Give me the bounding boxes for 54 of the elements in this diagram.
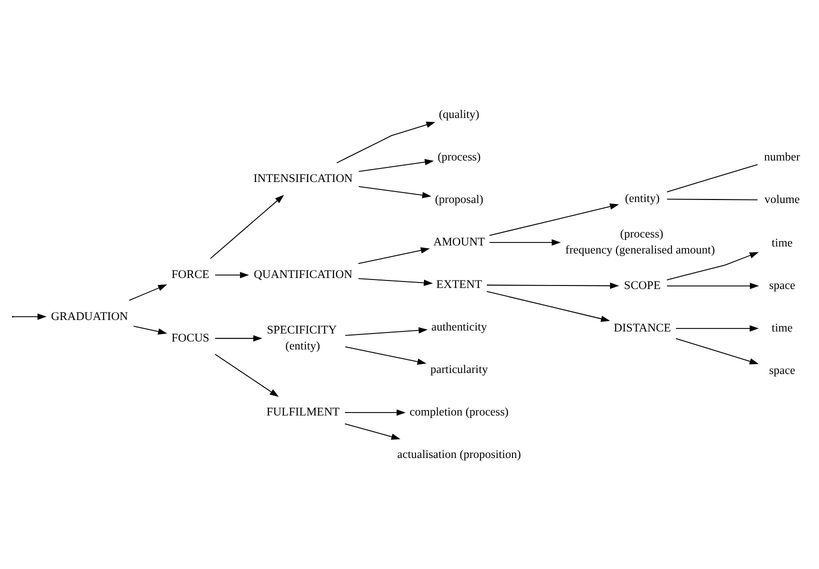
arrow bbox=[486, 282, 620, 288]
arrow bbox=[489, 202, 620, 236]
node-text: completion (process) bbox=[410, 405, 509, 418]
node-text: volume bbox=[764, 192, 800, 206]
node-text: INTENSIFICATION bbox=[253, 172, 353, 185]
node-text: particularity bbox=[430, 362, 488, 376]
arrow bbox=[358, 186, 432, 198]
connector bbox=[666, 198, 758, 200]
arrow bbox=[666, 282, 759, 289]
arrow bbox=[12, 313, 47, 320]
arrow bbox=[358, 278, 433, 286]
node-text: EXTENT bbox=[436, 278, 482, 291]
arrow bbox=[344, 346, 426, 364]
arrow bbox=[358, 246, 430, 264]
node-text: SPECIFICITY bbox=[266, 322, 337, 336]
node-text: QUANTIFICATION bbox=[254, 268, 352, 281]
node-text: space bbox=[769, 278, 796, 292]
arrow bbox=[676, 338, 759, 364]
node-label: (entity) bbox=[285, 339, 320, 352]
node-text: time bbox=[772, 321, 793, 334]
arrow bbox=[336, 121, 436, 163]
arrow bbox=[128, 284, 168, 300]
node-text: FOCUS bbox=[171, 330, 210, 344]
arrow bbox=[486, 290, 610, 322]
arrow bbox=[210, 194, 284, 259]
node-text: (proposal) bbox=[434, 192, 484, 206]
arrow bbox=[666, 252, 759, 280]
arrow bbox=[133, 325, 168, 334]
node-text: time bbox=[772, 236, 793, 249]
arrow bbox=[344, 408, 406, 416]
node-text: FULFILMENT bbox=[266, 405, 340, 418]
node-text: DISTANCE bbox=[614, 321, 671, 334]
node-text: authenticity bbox=[431, 320, 487, 334]
node-text: space bbox=[769, 364, 796, 377]
arrow bbox=[214, 271, 250, 278]
arrow bbox=[344, 326, 428, 336]
node-text: (process) bbox=[438, 150, 481, 164]
node-label: frequency (generalised amount) bbox=[565, 243, 715, 256]
node-text: GRADUATION bbox=[51, 309, 128, 322]
arrow bbox=[676, 324, 759, 332]
node-text: (quality) bbox=[438, 107, 480, 120]
arrow bbox=[358, 158, 434, 172]
arrow bbox=[214, 334, 262, 342]
node-text: number bbox=[764, 150, 800, 164]
node-text: actualisation (proposition) bbox=[397, 448, 521, 461]
node-text: (entity) bbox=[625, 192, 660, 205]
node-text: AMOUNT bbox=[433, 235, 485, 248]
arrow bbox=[344, 422, 400, 440]
node-text: FORCE bbox=[171, 268, 210, 281]
connector bbox=[666, 164, 758, 192]
node-text: SCOPE bbox=[624, 278, 661, 292]
arrow bbox=[489, 238, 561, 246]
arrow bbox=[214, 353, 279, 396]
node-text: (process) bbox=[620, 226, 664, 240]
